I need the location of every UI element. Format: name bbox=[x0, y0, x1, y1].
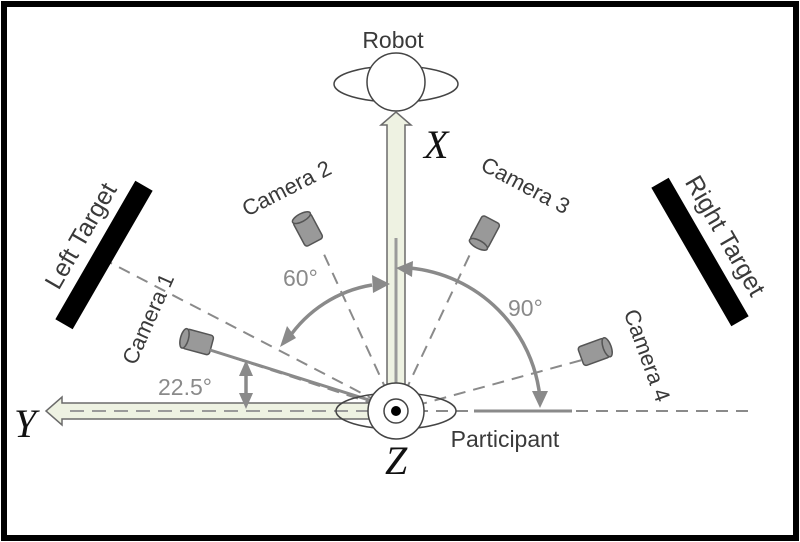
camera-1-icon bbox=[179, 327, 215, 356]
angle-arrowheads bbox=[239, 261, 548, 409]
participant-icon bbox=[335, 382, 457, 440]
y-axis-label: Y bbox=[14, 401, 40, 446]
angle-60-label: 60° bbox=[283, 265, 318, 291]
x-axis-arrow bbox=[378, 111, 414, 412]
right-target bbox=[651, 177, 749, 327]
cameras bbox=[179, 211, 613, 367]
camera-4-line bbox=[395, 359, 583, 412]
camera-2-icon bbox=[291, 211, 324, 247]
participant-label: Participant bbox=[451, 426, 560, 452]
arc-90 bbox=[409, 266, 542, 399]
y-axis-arrow bbox=[44, 395, 397, 427]
z-axis-label: Z bbox=[385, 438, 408, 483]
robot-label: Robot bbox=[362, 27, 424, 53]
arc-60 bbox=[286, 283, 373, 340]
camera-4-icon bbox=[577, 336, 613, 367]
left-target-line bbox=[104, 259, 397, 412]
x-axis-label: X bbox=[422, 122, 450, 167]
angle-90-label: 90° bbox=[508, 295, 543, 321]
robot-icon bbox=[333, 52, 459, 112]
left-target bbox=[55, 180, 153, 330]
angle-22-5-label: 22.5° bbox=[158, 374, 212, 400]
camera-3-icon bbox=[468, 215, 501, 251]
camera-2-line bbox=[321, 249, 397, 412]
camera-3-line bbox=[395, 249, 473, 412]
